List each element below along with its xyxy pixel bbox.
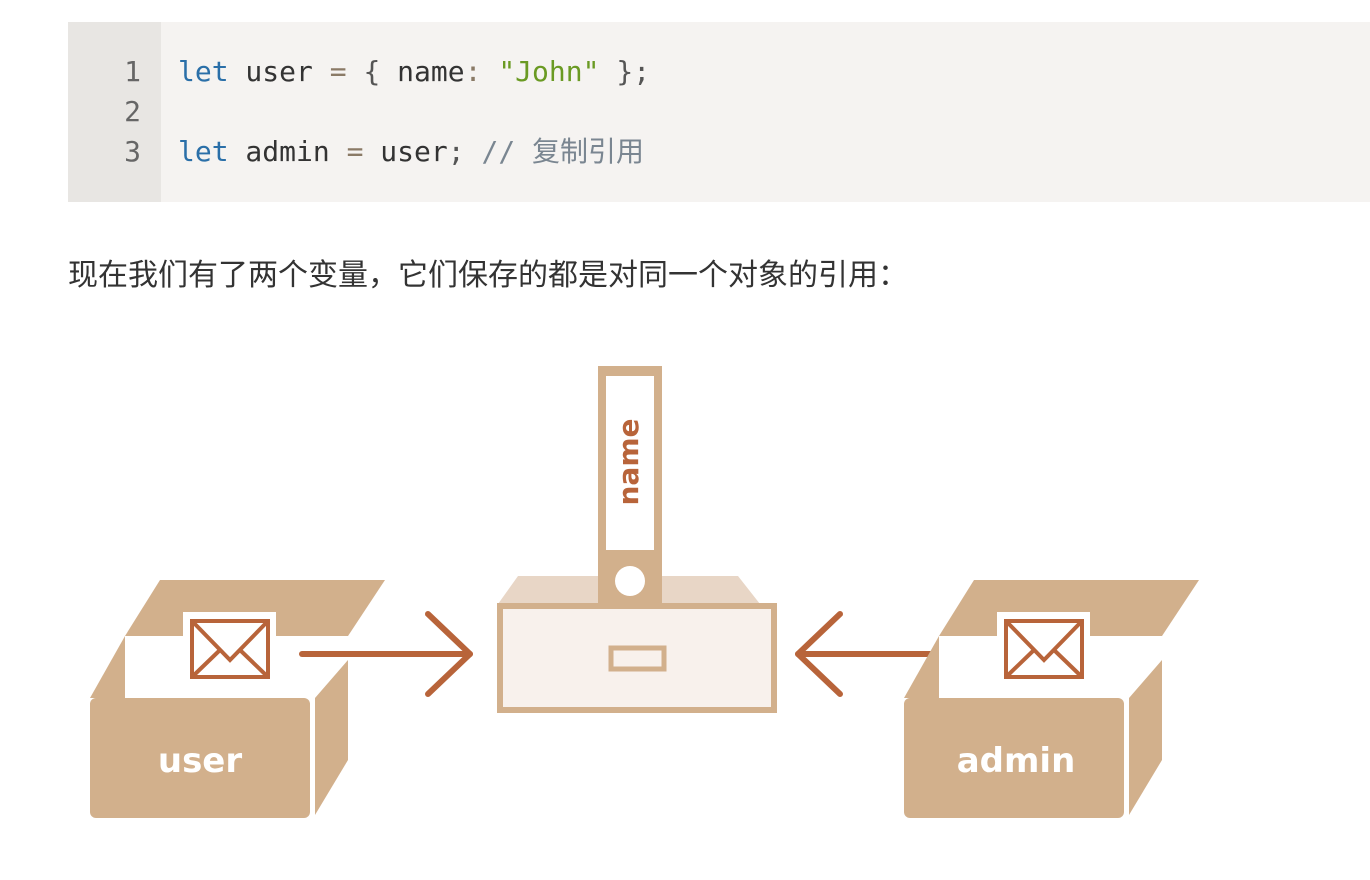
- reference-diagram: user name admin: [90, 366, 1199, 818]
- envelope-icon: [190, 619, 270, 679]
- punctuation: ;: [447, 135, 465, 168]
- box-side-flap: [90, 636, 125, 698]
- code-line-1: let user = { name: "John" };: [178, 52, 650, 92]
- envelope-icon: [1004, 619, 1084, 679]
- operator: :: [464, 55, 482, 88]
- envelope-card: [997, 612, 1090, 686]
- arrow-right: [299, 611, 473, 697]
- identifier: user: [228, 55, 330, 88]
- box-side: [315, 660, 348, 815]
- identifier: user: [363, 135, 448, 168]
- envelope-card: [183, 612, 276, 686]
- keyword: let: [178, 135, 229, 168]
- line-number: 2: [124, 95, 141, 128]
- operator: =: [346, 135, 364, 168]
- box-side: [1129, 660, 1162, 815]
- object-cabinet: name: [497, 366, 777, 713]
- line-number-gutter: 1 2 3: [68, 22, 161, 202]
- admin-box: admin: [904, 580, 1199, 818]
- folder-ring: [615, 566, 645, 596]
- description-paragraph: 现在我们有了两个变量，它们保存的都是对同一个对象的引用：: [68, 258, 908, 293]
- box-front: [90, 698, 310, 818]
- line-number: 1: [124, 55, 141, 88]
- property-key: name: [397, 55, 465, 88]
- punctuation: {: [346, 55, 398, 88]
- punctuation: };: [599, 55, 651, 88]
- operator: =: [329, 55, 347, 88]
- cabinet-drawer: [497, 603, 777, 713]
- code-comment: // 复制引用: [464, 135, 645, 168]
- identifier: admin: [228, 135, 347, 168]
- user-box-label: user: [158, 741, 243, 781]
- drawer-handle: [608, 645, 667, 672]
- folder-label: name: [612, 419, 645, 506]
- line-number: 3: [124, 135, 141, 168]
- user-box: user: [90, 580, 385, 818]
- folder-label-area: [606, 376, 654, 550]
- admin-box-label: admin: [957, 741, 1076, 781]
- string-literal: "John": [498, 55, 600, 88]
- box-front: [904, 698, 1124, 818]
- keyword: let: [178, 55, 229, 88]
- box-side-flap: [904, 636, 939, 698]
- code-line-3: let admin = user; // 复制引用: [178, 132, 644, 172]
- code-block: 1 2 3 let user = { name: "John" }; let a…: [68, 22, 1370, 202]
